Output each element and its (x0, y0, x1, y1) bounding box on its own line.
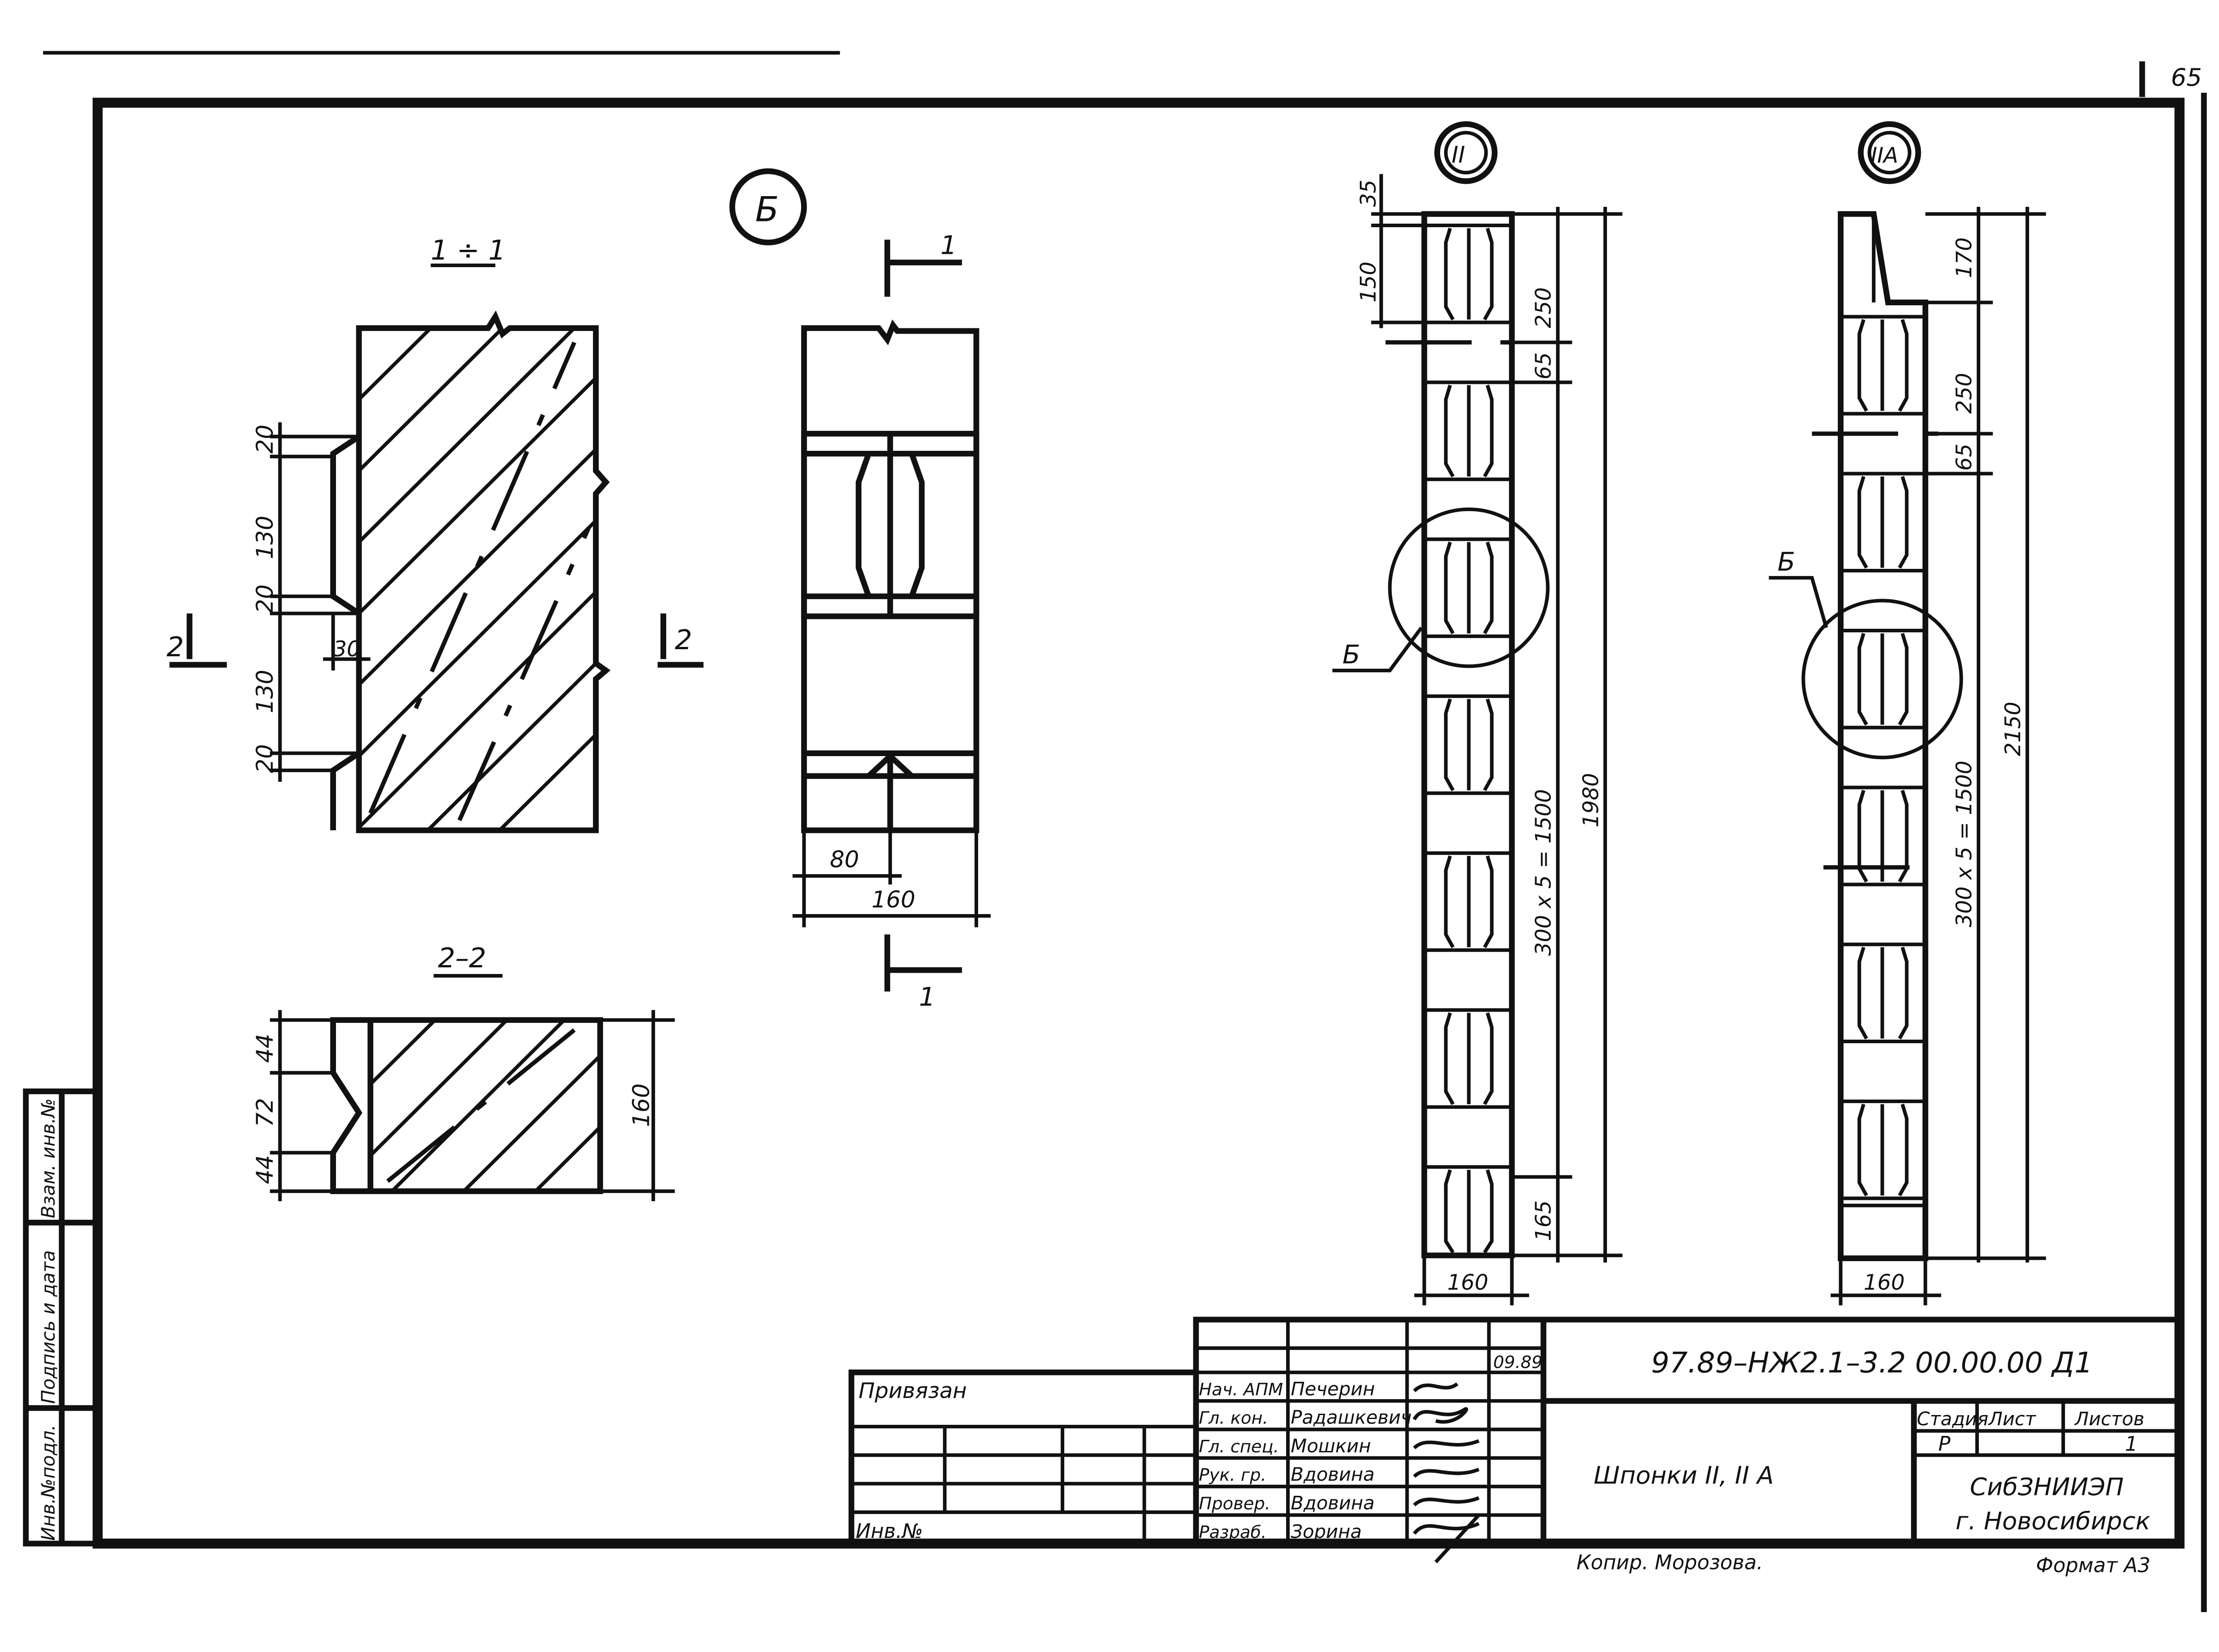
element-II-callout: Б (1342, 639, 1360, 670)
role-0: Нач. АПМ (1199, 1380, 1283, 1400)
attached-label: Привязан (859, 1379, 967, 1404)
element-IIA-mark: IIA (1871, 143, 1898, 168)
section-2-2-hatch (369, 1018, 602, 1193)
section-2-2: 2–2 44 72 44 160 (252, 942, 675, 1202)
inv-no-label: Инв.№ (856, 1519, 923, 1543)
name-2: Мошкин (1291, 1435, 1371, 1457)
inv-orig-label: Инв.№подл. (37, 1425, 59, 1541)
elem-IIA-dim-160: 160 (1864, 1270, 1905, 1295)
role-2: Гл. спец. (1199, 1437, 1279, 1457)
document-code: 97.89–НЖ2.1–3.2 00.00.00 Д1 (1651, 1346, 2093, 1380)
name-3: Вдовина (1291, 1463, 1374, 1485)
cut-1-top: 1 (940, 230, 957, 260)
elem-II-dim-250: 250 (1531, 287, 1556, 328)
sign-date-label: Подпись и дата (37, 1250, 59, 1404)
elem-IIA-dim-250: 250 (1952, 373, 1977, 414)
inv-replace-label: Взам. инв.№ (37, 1098, 59, 1218)
elem-IIA-dim-170: 170 (1952, 237, 1977, 278)
dim-160-s22: 160 (628, 1084, 655, 1127)
element-II-callout-circle (1388, 507, 1550, 668)
detail-mark-label: Б (755, 190, 779, 230)
element-IIA-keys (1839, 315, 1927, 1260)
cut-2-right: 2 (675, 624, 692, 656)
sheets-label: Листов (2074, 1408, 2144, 1430)
date-cell: 09.89 (1493, 1352, 1543, 1372)
dim-44-a: 44 (252, 1034, 279, 1063)
element-II-keys (1422, 223, 1514, 1258)
detail-mark-circle (729, 168, 807, 245)
organization: СибЗНИИЭП (1970, 1473, 2124, 1501)
role-1: Гл. кон. (1199, 1408, 1268, 1428)
title-block: Привязан Инв.№ 09.89 Нач. АПМ Гл. кон. Г… (848, 1317, 2183, 1577)
plan-view: 1 1 80 160 (792, 230, 991, 1012)
stage-label: Стадия (1917, 1408, 1988, 1430)
elem-IIA-dim-65: 65 (1952, 444, 1977, 471)
elem-IIA-dim-1500: 300 x 5 = 1500 (1952, 761, 1977, 927)
dim-130-a: 130 (252, 516, 279, 559)
element-II: II Б 35 150 (1332, 121, 1623, 1305)
role-5: Разраб. (1199, 1522, 1267, 1542)
cut-1-bottom: 1 (919, 982, 936, 1012)
sheets-value: 1 (2125, 1432, 2138, 1456)
dim-30: 30 (333, 637, 361, 662)
name-0: Печерин (1291, 1378, 1375, 1400)
cut-2-left: 2 (166, 631, 184, 663)
element-IIA: IIA Б 170 250 (1769, 121, 2046, 1305)
dim-72: 72 (252, 1098, 279, 1127)
elem-II-dim-1500: 300 x 5 = 1500 (1531, 789, 1556, 956)
dim-20-c: 20 (252, 744, 279, 773)
elem-II-dim-35: 35 (1356, 180, 1381, 207)
sheet-title: Шпонки II, II А (1594, 1461, 1774, 1490)
dim-80: 80 (830, 847, 859, 873)
signatures (1413, 1382, 1481, 1564)
copied-by: Копир. Морозова. (1576, 1551, 1763, 1574)
elem-II-dim-160: 160 (1447, 1270, 1489, 1295)
section-1-1-hatch (357, 327, 597, 832)
elem-II-dim-65: 65 (1531, 352, 1556, 379)
left-binding-strip: Инв.№подл. Подпись и дата Взам. инв.№ (23, 1088, 101, 1547)
section-1-1-title: 1 ÷ 1 (431, 235, 506, 266)
page-number: 65 (2171, 63, 2202, 91)
name-4: Вдовина (1291, 1492, 1374, 1514)
elem-II-dim-165: 165 (1531, 1200, 1556, 1241)
sheet-label: Лист (1988, 1408, 2037, 1430)
elem-II-dim-150: 150 (1356, 262, 1381, 303)
dim-130-b: 130 (252, 670, 279, 713)
role-3: Рук. гр. (1199, 1465, 1266, 1485)
dim-20-b: 20 (252, 584, 279, 613)
dim-44-b: 44 (252, 1155, 279, 1184)
dim-20-a: 20 (252, 425, 279, 453)
name-1: Радашкевич (1291, 1407, 1412, 1428)
name-5: Зорина (1291, 1521, 1362, 1542)
section-2-2-title: 2–2 (438, 942, 486, 974)
stage-value: Р (1938, 1432, 1951, 1456)
role-4: Провер. (1199, 1494, 1270, 1514)
drawing-frame (92, 98, 2185, 1549)
element-IIA-callout-circle (1801, 599, 1963, 760)
dim-160-plan: 160 (872, 887, 916, 913)
section-1-1: 1 ÷ 1 2 2 (166, 235, 704, 833)
elem-IIA-dim-2150: 2150 (2001, 702, 2026, 756)
city: г. Новосибирск (1955, 1507, 2150, 1535)
elem-II-dim-1980: 1980 (1579, 773, 1603, 828)
element-II-mark: II (1452, 142, 1465, 169)
format-label: Формат А3 (2036, 1553, 2150, 1577)
element-IIA-callout: Б (1777, 547, 1795, 577)
